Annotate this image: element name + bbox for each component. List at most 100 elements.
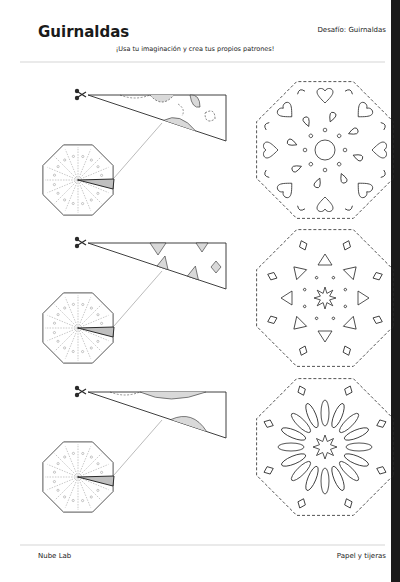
drawing-stroke (296, 88, 305, 94)
cut-shape (150, 243, 166, 255)
fold-line (65, 150, 78, 180)
cut-hole (296, 497, 307, 509)
fold-line (78, 305, 101, 328)
fold-mark (82, 155, 84, 157)
fold-line (78, 315, 108, 328)
drawing-stroke (343, 262, 361, 280)
drawing-stroke (372, 271, 384, 282)
drawing-stroke (353, 178, 375, 200)
drawing-stroke (345, 88, 354, 94)
folded-wedge (88, 243, 226, 289)
drawing-stroke (381, 170, 387, 179)
rule (20, 62, 385, 63)
cut-petal (289, 411, 313, 435)
fold-line (45, 180, 78, 181)
cut-shape (196, 243, 208, 252)
cut-hole-group (313, 142, 386, 189)
drawing-stroke (78, 92, 86, 97)
scissors-icon (75, 237, 86, 248)
drawing-stroke (289, 316, 307, 334)
drawing-stroke (308, 162, 313, 167)
fold-mark (57, 463, 59, 465)
cut-petal (337, 411, 361, 435)
drawing-stroke (372, 142, 387, 158)
drawing-stroke (291, 163, 303, 172)
fold-mark (53, 322, 55, 324)
fold-mark (53, 174, 55, 176)
fold-mark (82, 303, 84, 305)
fold-mark (97, 314, 99, 316)
drawing-stroke (343, 148, 347, 152)
leader-line (114, 271, 162, 326)
fold-line (45, 477, 78, 478)
fold-line (65, 298, 78, 328)
fold-line (78, 444, 79, 477)
cut-hole-group (276, 79, 361, 164)
drawing-stroke (313, 177, 322, 189)
fold-mark (64, 159, 66, 161)
fold-mark (90, 199, 92, 201)
cut-hole (375, 465, 387, 476)
cut-petal (303, 465, 320, 492)
drawing-stroke (337, 162, 342, 167)
cut-shape (164, 118, 196, 131)
fold-line (78, 180, 79, 213)
drawing-stroke (78, 389, 86, 394)
cut-hole (313, 435, 337, 459)
drawing-stroke (323, 128, 327, 132)
scissors-icon (75, 89, 86, 100)
page-title: Guirnaldas (38, 24, 129, 41)
cut-hole (343, 497, 354, 509)
drawing-stroke (303, 288, 306, 291)
cut-shape (205, 111, 215, 121)
leader-line (114, 420, 162, 475)
cut-petal (278, 443, 304, 451)
fold-mark (82, 500, 84, 502)
fold-line (78, 464, 108, 477)
cut-petal (289, 459, 313, 483)
fold-line (55, 305, 78, 328)
fold-guide-octagon (43, 442, 113, 512)
fold-dash (110, 392, 140, 395)
fold-mark (57, 489, 59, 491)
fold-mark (97, 192, 99, 194)
cut-petal (337, 459, 361, 483)
fold-mark (64, 199, 66, 201)
drawing-stroke (323, 168, 327, 172)
subtitle: ¡Usa tu imaginación y crea tus propios p… (0, 46, 390, 53)
cut-shape (171, 416, 207, 431)
fold-line (55, 157, 78, 180)
drawing-stroke (78, 240, 86, 245)
cut-hole (262, 418, 274, 429)
cut-hole-group (319, 306, 372, 359)
leader-line (114, 123, 162, 178)
cut-shape (157, 256, 168, 270)
fold-mark (97, 489, 99, 491)
folded-wedge (88, 95, 226, 141)
fold-mark (90, 159, 92, 161)
drawing-stroke (317, 88, 333, 103)
fold-mark (82, 452, 84, 454)
drawing-stroke (372, 314, 384, 325)
fold-mark (90, 307, 92, 309)
drawing-stroke (343, 316, 361, 334)
cut-petal (343, 451, 370, 468)
cut-hole-group (286, 138, 333, 211)
cut-petal (280, 425, 307, 442)
drawing-stroke (327, 111, 336, 123)
fold-mark (101, 174, 103, 176)
drawing-stroke (276, 101, 298, 123)
rule (20, 545, 385, 546)
drawing-stroke (317, 197, 333, 212)
drawing-stroke (344, 305, 347, 308)
highlight-wedge (78, 476, 114, 486)
fold-mark (97, 463, 99, 465)
drawing-stroke (286, 138, 298, 147)
highlight-wedge (78, 179, 114, 189)
fold-mark (90, 347, 92, 349)
fold-dash (120, 95, 183, 116)
cut-shape (150, 95, 174, 102)
footer-note: Papel y tijeras (337, 553, 386, 561)
drawing-stroke (332, 317, 335, 320)
